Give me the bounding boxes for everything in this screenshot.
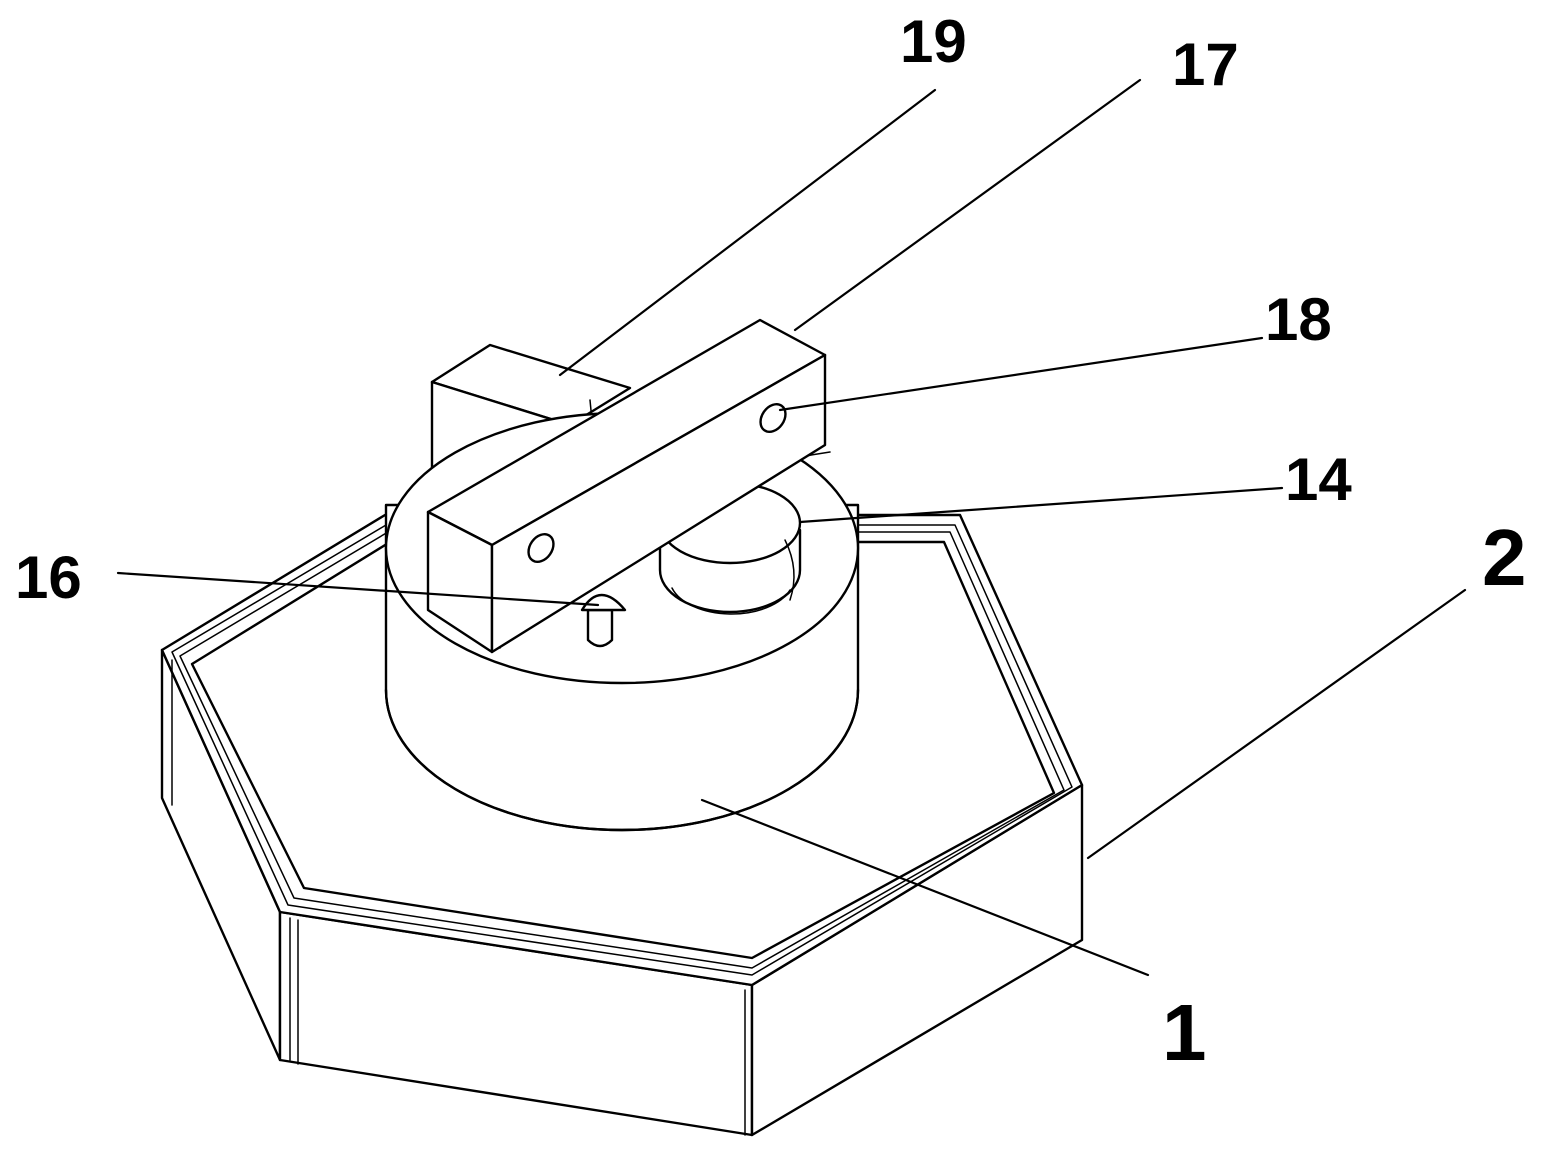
leader-17: [793, 78, 1142, 332]
label-14: 14: [1285, 446, 1352, 513]
bar-hole-right: [759, 402, 787, 434]
leader-lines: [116, 78, 1467, 977]
label-1: 1: [1162, 988, 1207, 1077]
leader-14: [798, 486, 1284, 524]
label-19: 19: [900, 8, 967, 75]
leader-2: [1086, 588, 1467, 860]
clamp-bar: [426, 318, 827, 654]
leader-18: [778, 336, 1264, 412]
label-17: 17: [1172, 31, 1239, 98]
label-16: 16: [15, 544, 82, 611]
leader-19: [558, 88, 937, 377]
leader-16: [116, 571, 600, 607]
leader-1: [700, 798, 1150, 977]
label-18: 18: [1265, 286, 1332, 353]
bar-hole-left: [527, 532, 555, 564]
label-2: 2: [1482, 513, 1527, 602]
